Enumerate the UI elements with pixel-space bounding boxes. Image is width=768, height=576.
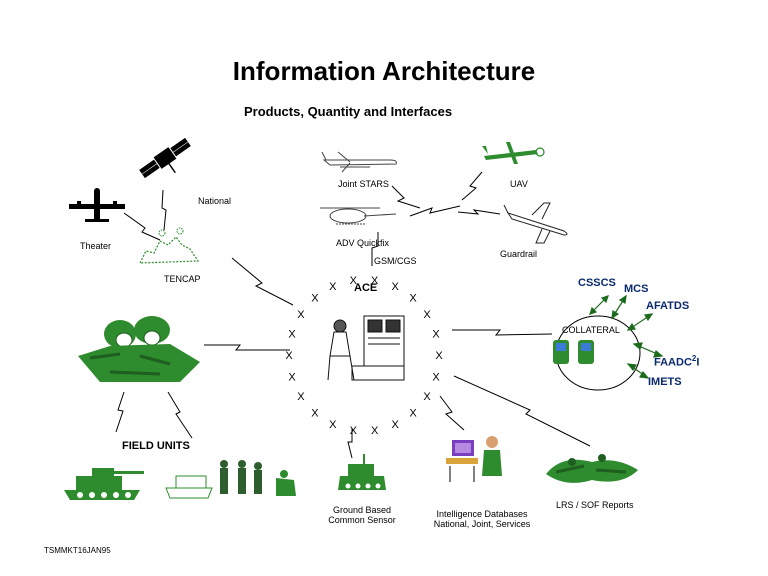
tencap-station-icon [139,227,200,264]
label-uav: UAV [510,179,528,189]
arrowhead-cssc [600,295,609,304]
link-jstars-ace [391,185,421,209]
arrowhead-cssc-base [589,306,598,315]
arrowhead-afatds-base [626,322,636,331]
label-ace: ACE [354,282,378,294]
link-uav [461,171,483,201]
ring-x-mark: X [285,350,293,362]
ring-x-mark: X [288,329,296,341]
ground-sensor-vehicle-icon [338,454,386,490]
collateral-arrows [589,294,664,379]
ring-x-mark: X [435,350,443,362]
arrowhead-mcs-base [611,310,620,320]
link-field-troops [167,391,193,439]
ace-workstation-icon [327,315,405,381]
label-field-units: FIELD UNITS [122,440,190,452]
label-guardrail: Guardrail [500,249,538,259]
arrowhead-imets [639,370,650,379]
label-joint-stars: Joint STARS [338,179,389,189]
link-tencap-ace [231,257,294,306]
link-quickfix [409,205,461,217]
ring-x-mark: X [423,309,431,321]
ring-x-mark: X [371,425,379,437]
faadc-superscript: 2 [691,354,697,363]
link-ace-gbcs [347,428,353,459]
ring-x-mark: X [329,281,337,293]
label-collateral: COLLATERAL [562,325,620,335]
label-tencap: TENCAP [164,274,201,284]
joint-stars-aircraft-icon [321,151,397,173]
theater-aircraft-icon [69,188,125,222]
ring-x-mark: X [432,329,440,341]
label-national: National [198,196,232,206]
link-field-tank [115,391,125,433]
uav-icon [482,142,545,164]
link-ace-intel [439,395,465,431]
arrowhead-mcs [618,294,627,304]
tank-icon [64,468,144,500]
ring-x-mark: X [409,407,417,419]
ring-x-mark: X [329,419,337,431]
label-mcs: MCS [624,283,649,295]
guardrail-aircraft-icon [503,202,568,244]
link-ace-lrs [453,375,591,447]
ring-x-mark: X [392,419,400,431]
link-field-ace [204,344,290,351]
ring-x-mark: X [350,425,358,437]
label-faadc: FAADC2I [654,354,699,369]
link-theater [123,212,161,241]
troops-vehicles-icon [165,460,296,499]
arrowhead-faadc [653,349,664,358]
link-guardrail [457,209,501,215]
ring-x-mark: X [297,391,305,403]
arrowhead-faadc-base [632,342,643,351]
quickfix-helicopter-icon [320,207,397,225]
ring-x-mark: X [288,371,296,383]
ring-x-mark: X [392,281,400,293]
ring-x-mark: X [423,391,431,403]
intel-db-line2: National, Joint, Services [433,519,531,529]
arrowhead-imets-base [626,363,637,372]
collateral-terminals-icon [553,340,594,364]
label-theater: Theater [80,241,112,251]
label-intel-databases: Intelligence Databases National, Joint, … [420,509,544,529]
ground-based-line2: Common Sensor [328,515,396,525]
link-gsm-ace [371,232,379,266]
label-adv-quickfix: ADV Quickfix [336,238,390,248]
ring-x-mark: X [409,293,417,305]
diagram-title: Information Architecture [232,56,536,86]
ring-x-mark: X [311,407,319,419]
label-ground-based: Ground Based Common Sensor [322,505,402,525]
link-national [161,189,167,231]
footer-code: TSMMKT16JAN95 [44,546,111,555]
diagram-subtitle: Products, Quantity and Interfaces [244,104,453,119]
ring-x-mark: X [297,309,305,321]
ring-x-mark: X [350,275,358,287]
ring-x-mark: X [311,293,319,305]
intel-analyst-icon [446,436,502,482]
label-lrs-sof: LRS / SOF Reports [556,500,634,510]
faadc-text: FAADC [654,356,692,369]
ring-x-mark: X [432,371,440,383]
ring-x-mark: X [371,275,379,287]
arrowhead-afatds [644,313,654,322]
label-imets: IMETS [648,376,682,388]
intel-db-line1: Intelligence Databases [436,509,528,519]
faadc-suffix: I [696,356,700,369]
ground-based-line1: Ground Based [332,505,392,515]
satellite-icon [139,137,191,179]
label-csscs: CSSCS [578,277,616,289]
link-ace-collateral [452,329,553,336]
comm-links [115,171,591,459]
lrs-sof-soldiers-icon [546,454,638,483]
label-afatds: AFATDS [646,300,690,312]
label-gsm-cgs: GSM/CGS [374,256,417,266]
field-units-soldiers-icon [78,316,200,382]
